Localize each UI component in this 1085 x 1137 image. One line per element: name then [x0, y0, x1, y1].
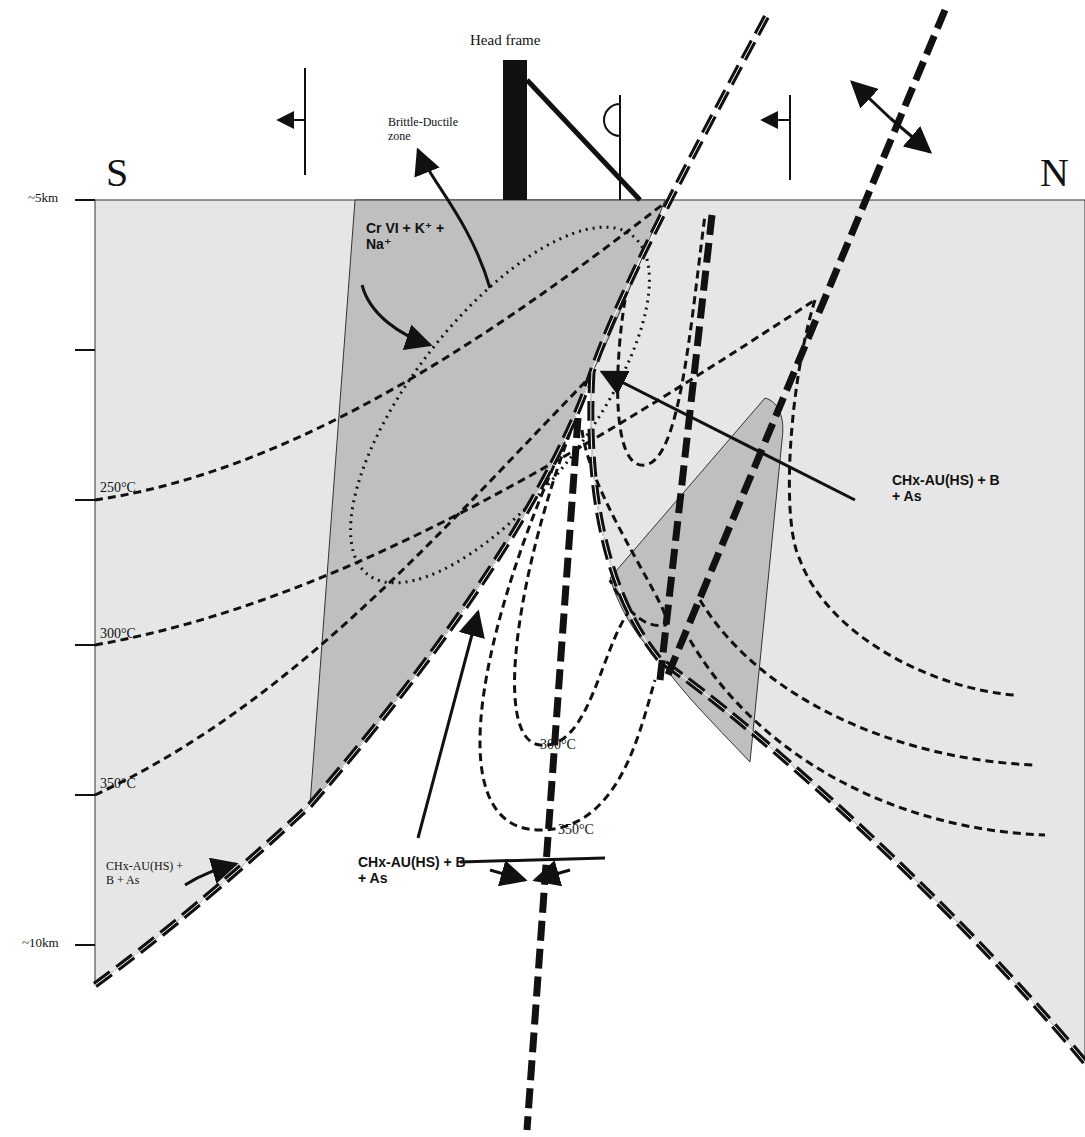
fluid-label: CHx-AU(HS) + B + As [358, 854, 473, 886]
direction-label: S [106, 150, 128, 196]
isotherm-label: 350°C [558, 822, 594, 838]
zone-label: Brittle-Ductile zone [388, 116, 468, 144]
isotherm-label: 300°C [100, 626, 136, 642]
isotherm-label: 350°C [100, 776, 136, 792]
direction-label: N [1040, 150, 1069, 196]
fluid-label: CHx-AU(HS) + B + As [892, 472, 1007, 504]
fluid-label: Cr VI + K⁺ + Na⁺ [366, 220, 456, 252]
surface-label: Head frame [470, 32, 540, 49]
isotherm-label: 300°C [540, 737, 576, 753]
fluid-label: CHx-AU(HS) + B + As [106, 860, 186, 888]
depth-label: ~5km [28, 191, 58, 206]
isotherm-label: 250°C [100, 480, 136, 496]
depth-label: ~10km [22, 936, 59, 951]
